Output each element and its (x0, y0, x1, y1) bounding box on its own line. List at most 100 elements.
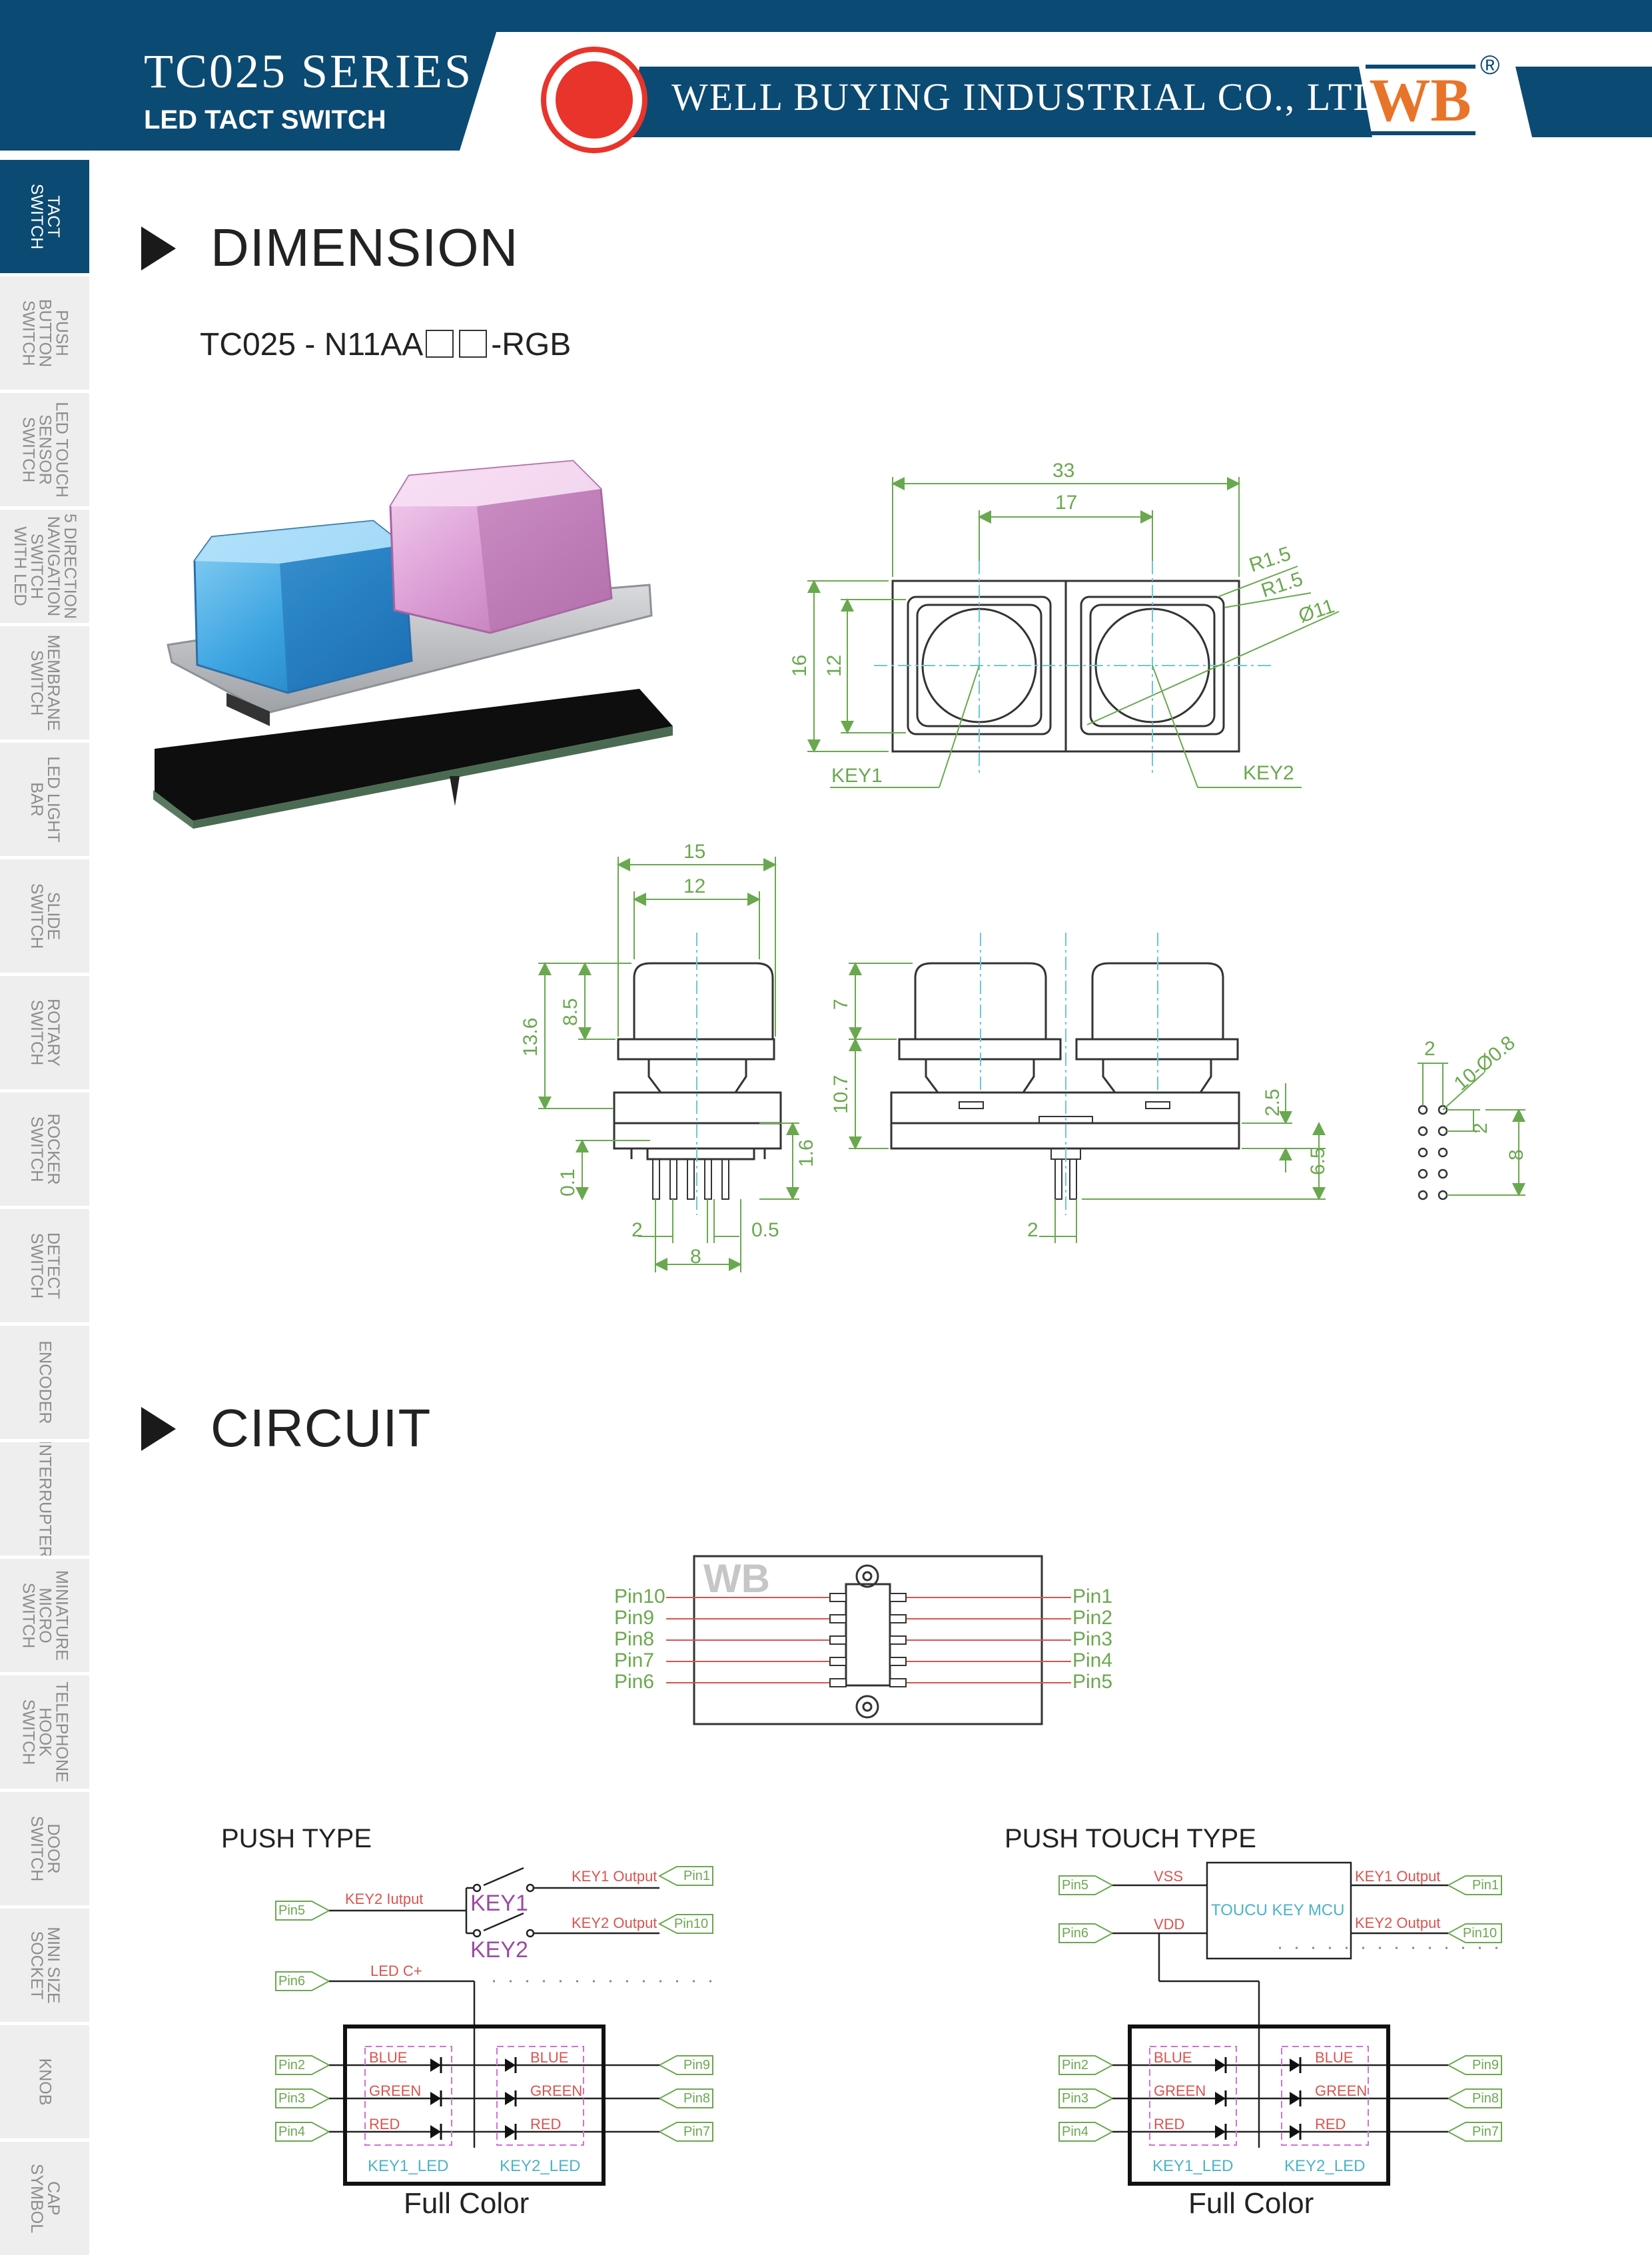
sidebar-item[interactable]: DETECT SWITCH (0, 1209, 89, 1324)
push-footer: Full Color (404, 2187, 530, 2220)
dim-2-pin-b: 2 (1469, 1123, 1491, 1134)
dim-0-1: 0.1 (557, 1168, 579, 1196)
touch-pin9: Pin9 (1472, 2058, 1499, 2072)
touch-red-1: RED (1154, 2116, 1185, 2132)
push-key1: KEY1 (470, 1891, 528, 1916)
dim-8-pin: 8 (1505, 1149, 1527, 1160)
touch-pin4: Pin4 (1062, 2124, 1089, 2139)
push-pin1: Pin1 (683, 1869, 711, 1883)
sidebar-item[interactable]: ENCODER (0, 1326, 89, 1441)
sidebar-item-label: PUSH BUTTON SWITCH (19, 298, 71, 368)
circuit-title: CIRCUIT (210, 1398, 432, 1458)
dimension-top-lines (807, 477, 1340, 788)
pinout-diagram (666, 1555, 1071, 1725)
sidebar-item[interactable]: ROTARY SWITCH (0, 976, 89, 1091)
touch-vss: VSS (1154, 1868, 1184, 1885)
touch-blue-2: BLUE (1315, 2049, 1354, 2066)
pinout-right-pin: Pin3 (1072, 1628, 1113, 1650)
dim-8-5: 8.5 (560, 998, 582, 1026)
part-number: TC025 - N11AA-RGB (200, 326, 571, 363)
touch-green-2: GREEN (1315, 2082, 1368, 2099)
sidebar-item-label: ENCODER (35, 1340, 55, 1424)
dim-15: 15 (683, 841, 706, 863)
sidebar-item[interactable]: ROCKER SWITCH (0, 1093, 89, 1208)
sidebar-item[interactable]: 5 DIRECTION NAVIGATION SWITCH WITH LED (0, 510, 89, 625)
dim-2-pin: 2 (1424, 1038, 1436, 1060)
dim-1-6: 1.6 (795, 1139, 817, 1167)
push-touch-type-circuit (1058, 1861, 1502, 2186)
dimension-bullet-icon (141, 226, 176, 270)
dimension-front-view (890, 933, 1240, 1215)
registered-mark: ® (1480, 51, 1500, 80)
sidebar-item[interactable]: MINIATURE MICRO SWITCH (0, 1559, 89, 1674)
wb-logo (1366, 65, 1475, 135)
pinout-left-pin: Pin7 (614, 1649, 655, 1671)
push-pin7: Pin7 (683, 2124, 711, 2139)
sidebar-item-label: MINIATURE MICRO SWITCH (19, 1570, 71, 1661)
push-led2: KEY2_LED (500, 2157, 581, 2175)
series-subtitle: LED TACT SWITCH (144, 105, 386, 135)
touch-mcu: TOUCU KEY MCU (1211, 1901, 1345, 1919)
sidebar-item[interactable]: INTERRUPTER (0, 1442, 89, 1558)
sidebar-item[interactable]: MEMBRANE SWITCH (0, 626, 89, 741)
sidebar-item-label: INTERRUPTER (35, 1442, 55, 1558)
push-red-1: RED (369, 2116, 400, 2132)
sidebar-item[interactable]: LED LIGHT BAR (0, 743, 89, 858)
sidebar-item[interactable]: KNOB (0, 2025, 89, 2140)
dim-33: 33 (1052, 460, 1075, 482)
push-pin10: Pin10 (674, 1917, 709, 1931)
company-name: WELL BUYING INDUSTRIAL CO., LTD (671, 75, 1383, 119)
push-key2: KEY2 (470, 1937, 528, 1963)
touch-key2-output: KEY2 Output (1355, 1915, 1441, 1931)
sidebar-item[interactable]: TACT SWITCH (0, 160, 89, 275)
dim-13-6: 13.6 (520, 1017, 542, 1057)
push-key1-output: KEY1 Output (572, 1868, 657, 1885)
dim-17: 17 (1055, 492, 1078, 514)
dim-key1: KEY1 (831, 765, 883, 787)
push-pin4: Pin4 (278, 2124, 306, 2139)
touch-pin3: Pin3 (1062, 2091, 1089, 2106)
dim-2-5: 2.5 (1262, 1089, 1284, 1117)
dim-0-5: 0.5 (751, 1219, 779, 1241)
dim-16: 16 (789, 654, 811, 677)
touch-pin1: Pin1 (1472, 1878, 1499, 1893)
pinout-left-pin: Pin9 (614, 1607, 655, 1629)
dimension-top-view (874, 561, 1271, 773)
touch-pin10: Pin10 (1463, 1926, 1497, 1941)
touch-footer: Full Color (1188, 2187, 1314, 2220)
sidebar-item[interactable]: CAP SYMBOL (0, 2142, 89, 2257)
push-type-circuit (275, 1866, 713, 2186)
part-box-2 (459, 330, 488, 358)
dimension-side-lines (538, 857, 799, 1272)
part-number-suffix: -RGB (491, 327, 572, 362)
dim-6-5: 6.5 (1307, 1147, 1329, 1175)
sidebar-item[interactable]: TELEPHONE HOOK SWITCH (0, 1675, 89, 1791)
push-key2-output: KEY2 Output (572, 1915, 657, 1931)
dimension-side-view (613, 933, 782, 1215)
dim-12: 12 (823, 654, 845, 677)
sidebar-item-label: ROCKER SWITCH (27, 1113, 63, 1185)
push-pin6: Pin6 (278, 1974, 306, 1989)
sidebar-item[interactable]: MINI SIZE SOCKET (0, 1909, 89, 2024)
sidebar-item[interactable]: PUSH BUTTON SWITCH (0, 276, 89, 392)
push-led1: KEY1_LED (368, 2157, 449, 2175)
push-red-2: RED (530, 2116, 562, 2132)
dimension-title: DIMENSION (210, 218, 519, 277)
sidebar-item[interactable]: DOOR SWITCH (0, 1792, 89, 1907)
pinout-right-pin: Pin1 (1072, 1585, 1113, 1607)
sidebar-item-label: CAP SYMBOL (27, 2163, 63, 2234)
touch-green-1: GREEN (1154, 2082, 1206, 2099)
touch-red-2: RED (1315, 2116, 1346, 2132)
touch-led1: KEY1_LED (1152, 2157, 1234, 2175)
touch-title: PUSH TOUCH TYPE (1005, 1824, 1256, 1853)
wb-logo-text: WB (1369, 66, 1471, 134)
push-key2-input: KEY2 Iutput (345, 1891, 424, 1907)
sidebar-item-label: DETECT SWITCH (27, 1232, 63, 1299)
sidebar-item[interactable]: SLIDE SWITCH (0, 859, 89, 975)
sidebar-item-label: SLIDE SWITCH (27, 883, 63, 949)
sidebar-item[interactable]: LED TOUCH SENSOR SWITCH (0, 393, 89, 508)
push-pin9: Pin9 (683, 2058, 711, 2072)
dimension-front-lines (849, 962, 1326, 1243)
push-green-2: GREEN (530, 2082, 583, 2099)
pinout-right-pin: Pin4 (1072, 1649, 1113, 1671)
